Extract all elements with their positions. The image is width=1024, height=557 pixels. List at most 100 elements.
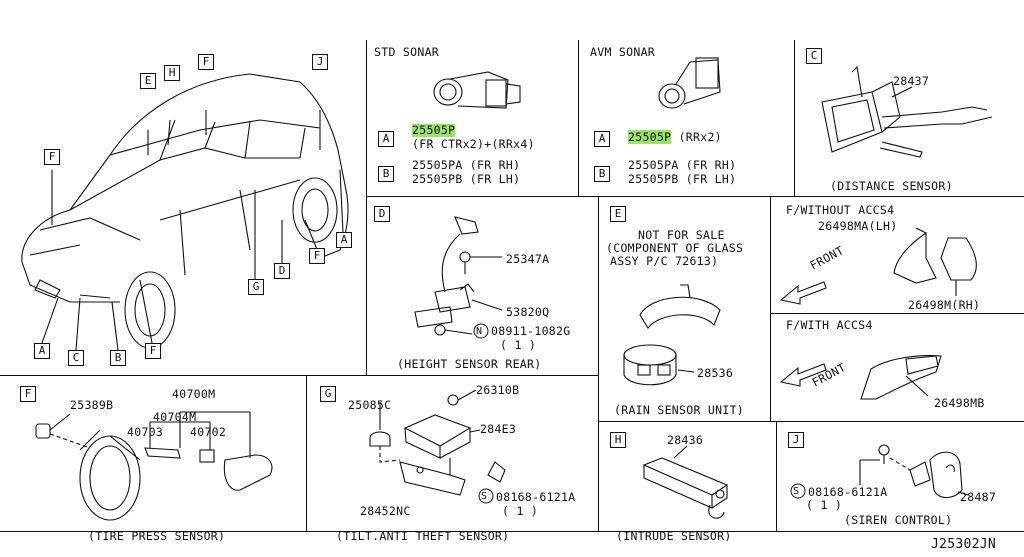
variant-title: F/WITH ACCS4	[786, 318, 873, 332]
part-number: 284E3	[480, 422, 517, 436]
part-number: 40700M	[172, 387, 216, 401]
part-number: 26498MA(LH)	[818, 219, 898, 233]
part-number: 25505PB (FR LH)	[412, 172, 521, 186]
siren-illustration	[859, 444, 969, 499]
rain-sensor-illustration	[623, 284, 721, 386]
divider	[770, 313, 1024, 314]
part-number-highlight: 25505P	[412, 123, 456, 137]
divider	[598, 196, 599, 531]
note: NOT FOR SALE	[638, 228, 725, 242]
part-number: 25505PB (FR LH)	[628, 172, 737, 186]
callout-a: A	[336, 232, 352, 248]
divider	[578, 40, 579, 196]
bolt-symbol-n	[473, 323, 489, 339]
avm-sonar-illustration	[658, 57, 721, 109]
part-number: 53820Q	[506, 305, 550, 319]
part-number: 28436	[667, 433, 704, 447]
section-title: AVM SONAR	[590, 45, 656, 59]
part-number: 25389B	[70, 398, 114, 412]
section-caption: (TIRE PRESS SENSOR)	[88, 529, 226, 543]
bolt-symbol-s	[478, 488, 494, 504]
part-number: 25347A	[506, 252, 550, 266]
part-number: 26498MB	[934, 396, 985, 410]
part-number: 40703	[127, 425, 164, 439]
vehicle-overview-illustration	[21, 73, 349, 351]
distance-sensor-illustration	[821, 65, 993, 158]
divider	[0, 375, 598, 376]
quantity: ( 1 )	[502, 504, 539, 518]
bolt-symbol-s	[790, 483, 806, 499]
part-number: 08168-6121A	[808, 485, 888, 499]
part-number: 40704M	[153, 410, 197, 424]
divider	[0, 531, 1024, 532]
mirror-cover-illustration	[779, 228, 977, 305]
part-number: 28452NC	[360, 504, 411, 518]
divider	[366, 40, 367, 375]
section-key: E	[610, 206, 626, 222]
section-caption: (RAIN SENSOR UNIT)	[614, 403, 745, 417]
section-key: F	[20, 386, 36, 402]
bolt-letter: S	[481, 491, 488, 502]
note: ASSY P/C 72613)	[610, 254, 719, 268]
key-b: B	[594, 166, 610, 182]
variant-title: F/WITHOUT ACCS4	[786, 203, 895, 217]
part-number: 28487	[960, 490, 997, 504]
section-key: C	[806, 48, 822, 64]
section-key: D	[374, 206, 390, 222]
mirror-cover-with-accs-illustration	[779, 355, 942, 400]
height-sensor-illustration	[414, 216, 503, 336]
key-a: A	[378, 131, 394, 147]
callout-c: C	[68, 350, 84, 366]
part-line: 25505P (RRx2)	[628, 130, 722, 144]
part-number: 08168-6121A	[496, 490, 576, 504]
part-note: (RRx2)	[671, 130, 722, 144]
callout-f: F	[145, 343, 161, 359]
part-number: 25505PA (FR RH)	[412, 158, 521, 172]
tilt-sensor-illustration	[369, 390, 506, 496]
bolt-letter: S	[793, 486, 800, 497]
key-a: A	[594, 131, 610, 147]
part-number-highlight: 25505P	[628, 130, 672, 144]
quantity: ( 1 )	[500, 338, 537, 352]
divider	[366, 196, 1024, 197]
note: (COMPONENT OF GLASS	[606, 241, 744, 255]
callout-f: F	[309, 248, 325, 264]
part-number: 40702	[190, 425, 227, 439]
section-key: J	[788, 432, 804, 448]
divider	[794, 40, 795, 196]
tire-pressure-sensor-illustration	[35, 411, 273, 521]
section-key: G	[320, 386, 336, 402]
divider	[776, 421, 777, 531]
callout-f: F	[198, 54, 214, 70]
divider	[306, 375, 307, 531]
divider	[598, 421, 1024, 422]
part-number: 26310B	[476, 383, 520, 397]
section-title: STD SONAR	[374, 45, 440, 59]
part-number: 08911-1082G	[491, 324, 571, 338]
part-number: 25505PA (FR RH)	[628, 158, 737, 172]
section-caption: (TILT.ANTI THEFT SENSOR)	[336, 529, 510, 543]
part-number: 26498M(RH)	[908, 298, 981, 312]
section-caption: (INTRUDE SENSOR)	[616, 529, 732, 543]
callout-f: F	[44, 149, 60, 165]
part-number: 28437	[893, 74, 930, 88]
callout-d: D	[274, 263, 290, 279]
callout-e: E	[140, 73, 156, 89]
divider	[770, 196, 771, 421]
callout-h: H	[164, 65, 180, 81]
part-note: (FR CTRx2)+(RRx4)	[412, 137, 535, 151]
section-key: H	[610, 432, 626, 448]
quantity: ( 1 )	[806, 498, 843, 512]
bolt-letter: N	[476, 326, 483, 337]
callout-j: J	[312, 54, 328, 70]
diagram-code: J25302JN	[931, 537, 997, 552]
part-number: 28536	[697, 366, 734, 380]
section-caption: (DISTANCE SENSOR)	[830, 179, 953, 193]
callout-g: G	[248, 279, 264, 295]
key-b: B	[378, 166, 394, 182]
sonar-sensor-illustration	[433, 71, 521, 109]
section-caption: (SIREN CONTROL)	[844, 513, 953, 527]
callout-b: B	[110, 350, 126, 366]
callout-a: A	[34, 343, 50, 359]
